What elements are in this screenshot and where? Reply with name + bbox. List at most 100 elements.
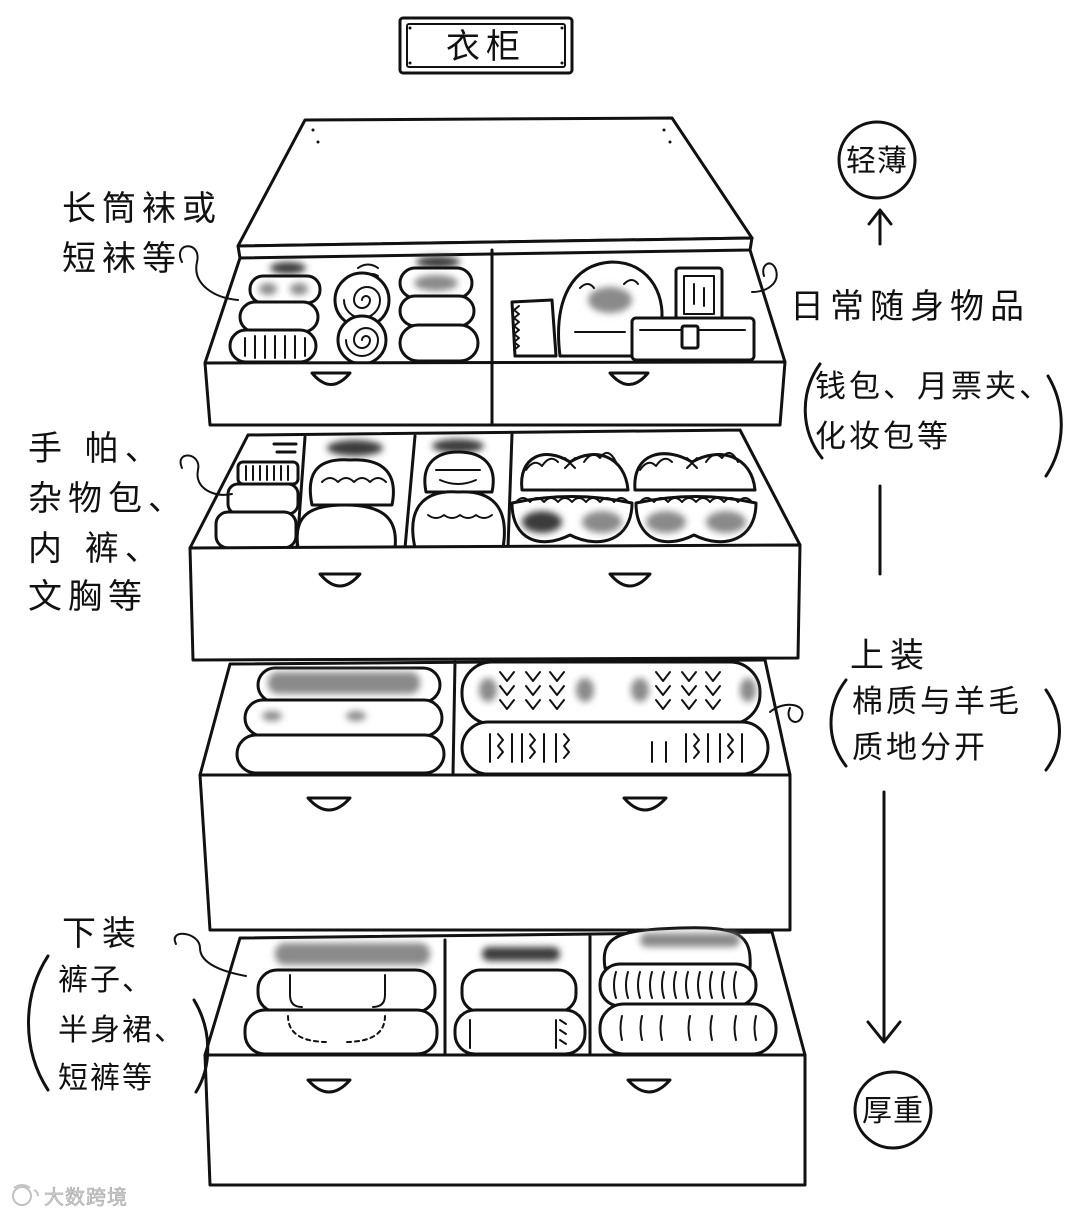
bottoms-label: 下装 <box>62 914 142 954</box>
trousers-pockets <box>289 974 386 1008</box>
folded-sweater <box>460 720 770 776</box>
tops-note-line-2: 质地分开 <box>852 730 988 766</box>
handkerchief-mark <box>272 442 298 454</box>
drawer-4-walls <box>203 930 807 1057</box>
sock-shade <box>290 283 308 295</box>
underwear-roll <box>423 450 495 494</box>
bra-shade <box>646 511 686 533</box>
sock-stripes <box>244 335 306 359</box>
drawer-handle-icon <box>306 1078 352 1094</box>
sock-roll <box>228 328 318 364</box>
bra-shade <box>706 511 746 533</box>
watermark-logo-arc <box>13 1184 39 1197</box>
drawer-1-walls <box>203 248 787 365</box>
drawer-2-handkerchiefs <box>214 442 300 550</box>
shorts-knit <box>613 971 737 999</box>
pouch <box>308 458 395 507</box>
bottoms-examples-line-3: 短裤等 <box>58 1061 154 1096</box>
tops-note-line-1: 棉质与羊毛 <box>852 684 1022 720</box>
drawer-2-pouches <box>295 440 397 550</box>
folded-top <box>235 733 446 775</box>
daily-items-label: 日常随身物品 <box>790 287 1030 327</box>
folded-top-shade <box>268 672 420 694</box>
drawer-3 <box>198 658 792 932</box>
arrow-up-icon <box>867 208 893 246</box>
drawer-4-front <box>203 1053 807 1187</box>
arrow-down-icon <box>866 790 902 1044</box>
title-sign: 衣柜 <box>398 16 574 75</box>
bottoms-examples-line-1: 裤子、 <box>58 963 154 998</box>
pouch-details <box>574 279 639 333</box>
drawer-3-cotton-tops <box>235 666 446 775</box>
sock-shade <box>414 275 458 291</box>
sweater-shade <box>740 678 756 702</box>
drawer-handle-icon <box>318 572 362 588</box>
sock-shade <box>259 283 277 295</box>
weight-scale: 轻薄 厚重 <box>837 120 933 1150</box>
drawer-handle-icon <box>306 796 352 812</box>
small-items-label-line-4: 文胸等 <box>28 577 148 617</box>
drawer-1-socks <box>228 256 480 366</box>
drawer-2-bras <box>510 451 758 544</box>
drawer-1-lid <box>236 116 754 248</box>
handkerchief <box>214 510 298 550</box>
daily-items-examples-line-1: 钱包、月票夹、 <box>815 369 1053 405</box>
sweater-rib-knit <box>489 733 743 763</box>
bottoms-connector <box>173 932 247 977</box>
drawer-handle-icon <box>310 371 352 386</box>
trousers-shade <box>275 943 430 965</box>
sock-roll <box>398 323 480 363</box>
tops-open-paren <box>829 678 848 768</box>
light-circle <box>837 120 917 200</box>
bra-shade <box>582 511 622 533</box>
drawer-4 <box>203 926 807 1187</box>
bra-lace <box>525 451 617 471</box>
sweater-shade <box>479 678 497 702</box>
bottoms-close-paren <box>192 998 210 1094</box>
sock-shade <box>416 256 460 268</box>
drawer-2-underwear <box>411 439 506 550</box>
daily-items-examples-line-2: 化妆包等 <box>815 419 951 455</box>
pouch-shade <box>588 287 632 313</box>
underwear-details <box>435 469 481 485</box>
skirt-shade <box>482 947 560 961</box>
folded-top-shade <box>262 711 282 721</box>
wallet-clasp <box>680 324 700 350</box>
light-label: 轻薄 <box>846 144 908 179</box>
drawer-1 <box>203 116 787 427</box>
underwear-pattern <box>427 514 493 519</box>
pouch-scallop <box>321 477 387 483</box>
small-items-label-line-2: 杂物包、 <box>28 479 188 519</box>
socks-label-line-1: 长筒袜或 <box>62 189 222 229</box>
daily-items-close-paren <box>1044 374 1063 478</box>
bottoms-examples-line-2: 半身裙、 <box>58 1013 186 1048</box>
drawer-1-lid-dots <box>311 128 672 144</box>
drawer-2-front <box>188 543 802 662</box>
tops-connector <box>769 703 804 723</box>
drawer-handle-icon <box>626 1078 672 1094</box>
drawer-1-daily-items <box>510 260 756 362</box>
bra <box>520 453 630 492</box>
watermark-text: 大数跨境 <box>44 1185 128 1209</box>
folded-top-shade <box>346 711 366 721</box>
card-holder-zigzag <box>513 305 520 351</box>
sock-shade <box>270 262 306 274</box>
title-sign-nails <box>408 26 564 65</box>
folded-shorts <box>598 962 758 1008</box>
sock-roll <box>238 300 320 334</box>
drawer-3-front <box>198 773 792 932</box>
pouch <box>295 503 397 550</box>
sock-roll <box>398 294 476 328</box>
folded-trousers <box>256 968 437 1014</box>
bra-scallop <box>639 497 753 503</box>
bra-shade <box>522 511 562 533</box>
pass-holder-window <box>683 275 715 315</box>
drawer-handle-icon <box>608 371 650 386</box>
handkerchief-stripes <box>245 465 289 481</box>
pouch-shade <box>327 440 383 456</box>
card-holder <box>510 298 558 358</box>
drawer-handle-icon <box>608 572 652 588</box>
socks-label-line-2: 短袜等 <box>62 239 182 279</box>
bra-scallop <box>515 497 629 503</box>
